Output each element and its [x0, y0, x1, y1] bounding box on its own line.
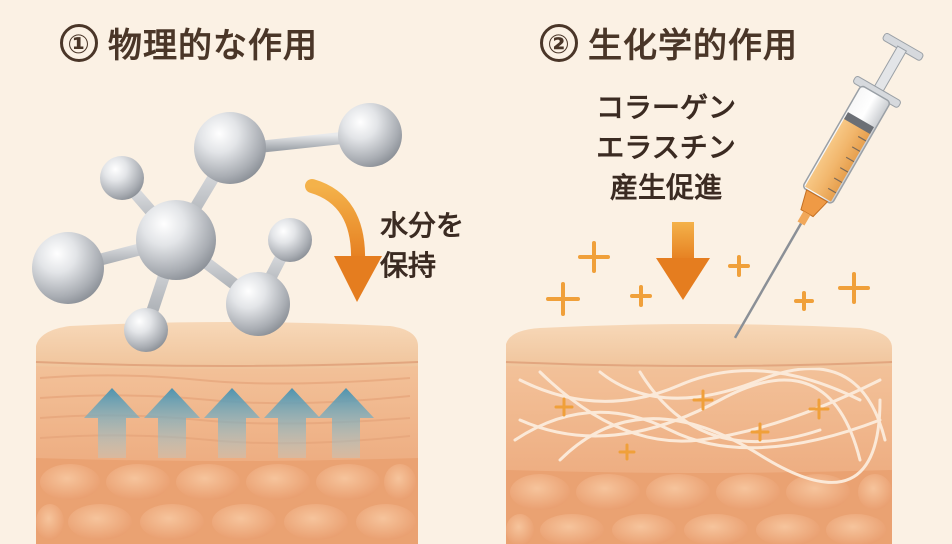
inner-plus-icons — [554, 389, 830, 461]
molecule-icon — [32, 103, 402, 352]
panel-2-title: 生化学的作用 — [588, 26, 798, 66]
caption-line: コラーゲン — [596, 91, 737, 124]
right-skin-block — [505, 324, 893, 544]
syringe-icon — [733, 32, 924, 339]
panel-1-title: 物理的な作用 — [108, 26, 318, 66]
plus-icons — [546, 241, 870, 316]
caption-line: エラスチン — [596, 131, 736, 164]
panel-1-number: ① — [60, 24, 98, 62]
caption-line: 産生促進 — [610, 171, 723, 204]
moisture-arrow — [144, 388, 200, 458]
collagen-caption: コラーゲン エラスチン 産生促進 — [596, 88, 736, 208]
panel-2-heading: ② 生化学的作用 — [540, 18, 798, 67]
moisture-arrow — [264, 388, 320, 458]
moisture-arrow — [84, 388, 140, 458]
caption-line: 保持 — [380, 249, 437, 282]
panel-2-number: ② — [540, 24, 578, 62]
down-arrow-icon — [656, 222, 710, 300]
retain-arrow-icon — [305, 179, 382, 302]
moisture-arrow — [318, 388, 374, 458]
left-skin-cells — [36, 464, 416, 540]
retain-moisture-caption: 水分を 保持 — [380, 206, 464, 286]
panel-1-heading: ① 物理的な作用 — [60, 18, 318, 67]
right-skin-cells — [506, 474, 892, 544]
moisture-arrow — [204, 388, 260, 458]
caption-line: 水分を — [380, 209, 465, 242]
moisture-arrows — [84, 388, 374, 458]
